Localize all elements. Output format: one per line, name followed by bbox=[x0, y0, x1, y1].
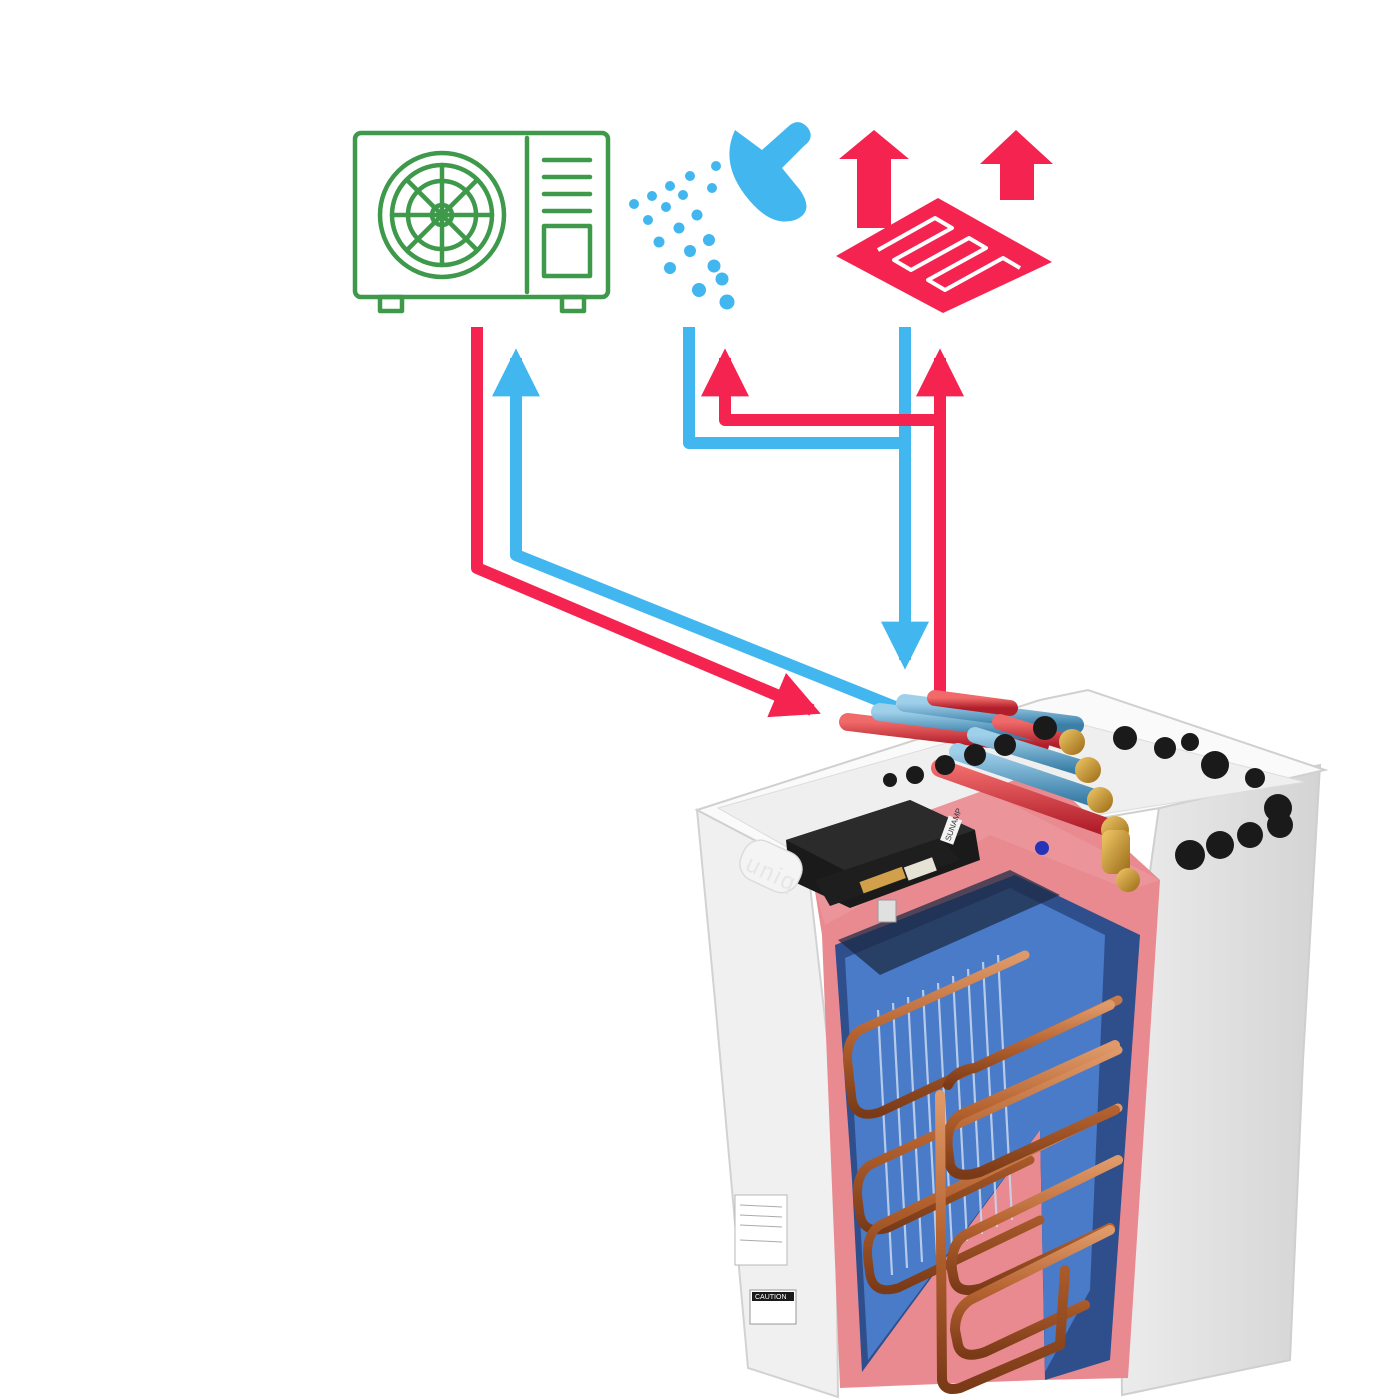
heat-battery-cutaway: SUNAMP uniq CAUTION bbox=[694, 688, 1329, 1399]
hot-water-cold-return-line bbox=[683, 327, 905, 449]
copper-heat-exchanger-coil bbox=[843, 950, 1123, 1295]
underfloor-heating-icon bbox=[836, 130, 1053, 313]
cable-grommets bbox=[883, 716, 1293, 870]
heat-pump-cold-return-line bbox=[492, 348, 898, 713]
hot-water-hot-flow-line bbox=[701, 348, 940, 426]
brass-fittings bbox=[1059, 729, 1140, 892]
caution-label: CAUTION bbox=[749, 1289, 797, 1325]
control-board: SUNAMP bbox=[786, 800, 1049, 923]
heat-pump-outdoor-unit-icon bbox=[352, 130, 611, 314]
brand-logo: uniq bbox=[739, 839, 803, 897]
heat-pump-hot-flow-line bbox=[471, 327, 821, 718]
rating-plate bbox=[734, 1194, 788, 1266]
shower-icon bbox=[629, 122, 811, 310]
flow-lines bbox=[471, 327, 964, 718]
svg-text:CAUTION: CAUTION bbox=[755, 1294, 787, 1301]
